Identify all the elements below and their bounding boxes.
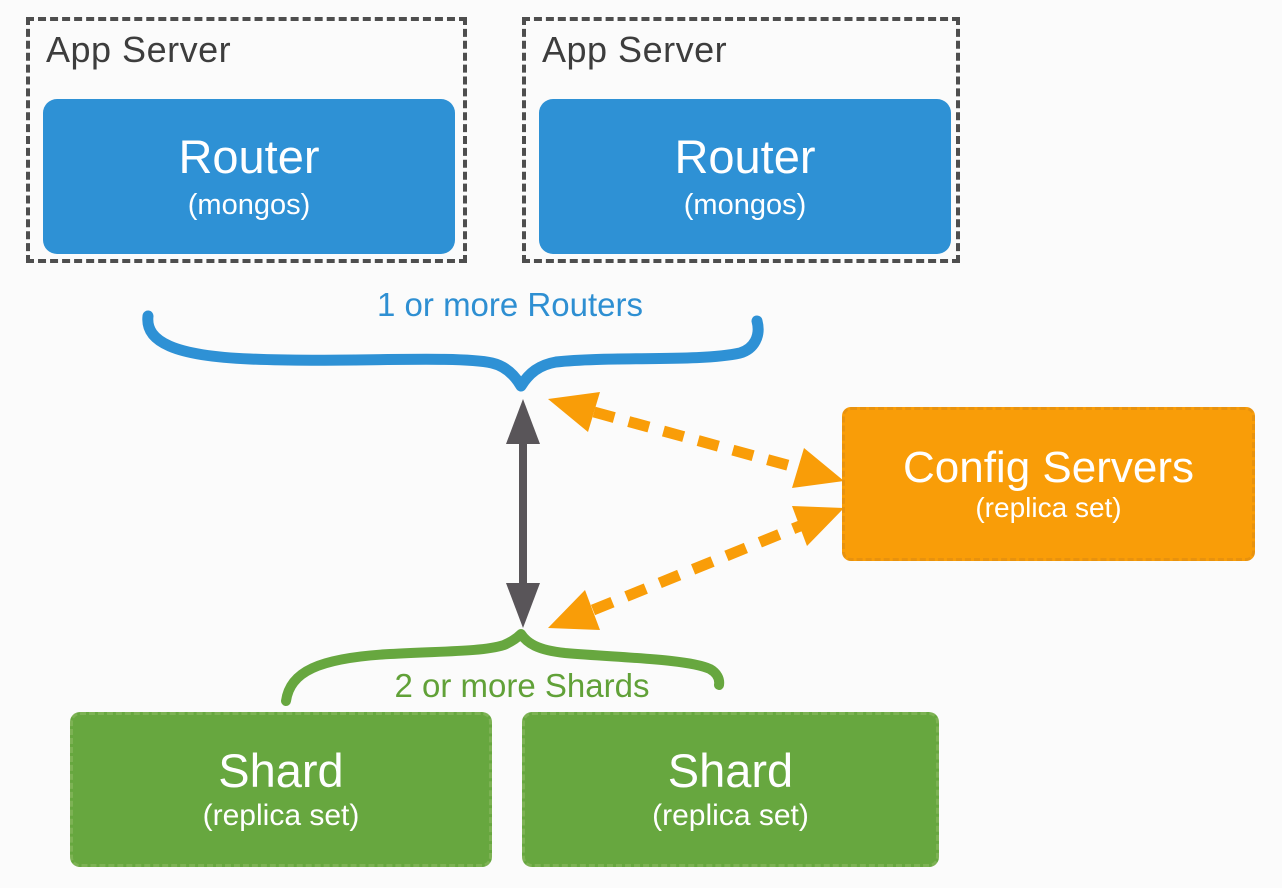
shard-box-1: Shard (replica set)	[70, 712, 492, 867]
shard-title: Shard	[218, 743, 344, 797]
shards-config-arrow	[548, 506, 844, 630]
router-subtitle: (mongos)	[187, 188, 311, 221]
app-server-label: App Server	[542, 29, 728, 70]
routers-brace-label: 1 or more Routers	[377, 286, 643, 323]
config-servers-title: Config Servers	[902, 443, 1194, 492]
shard-subtitle: (replica set)	[202, 798, 360, 832]
router-title: Router	[674, 129, 816, 183]
app-server-label: App Server	[46, 29, 232, 70]
shards-brace-label: 2 or more Shards	[394, 667, 650, 704]
routers-brace	[142, 310, 764, 392]
app-server-box-2: App Server Router (mongos)	[522, 17, 960, 263]
shard-subtitle: (replica set)	[652, 798, 809, 832]
router-box-2: Router (mongos)	[539, 99, 951, 254]
shard-box-2: Shard (replica set)	[522, 712, 939, 867]
config-servers-subtitle: (replica set)	[975, 492, 1122, 523]
router-subtitle: (mongos)	[683, 188, 807, 221]
shard-title: Shard	[667, 743, 794, 797]
config-servers-box: Config Servers (replica set)	[842, 407, 1255, 561]
router-title: Router	[178, 129, 320, 183]
router-box-1: Router (mongos)	[43, 99, 455, 254]
shards-brace	[281, 629, 725, 706]
routers-shards-arrow	[506, 399, 540, 628]
routers-config-arrow	[548, 392, 844, 488]
app-server-box-1: App Server Router (mongos)	[26, 17, 467, 263]
